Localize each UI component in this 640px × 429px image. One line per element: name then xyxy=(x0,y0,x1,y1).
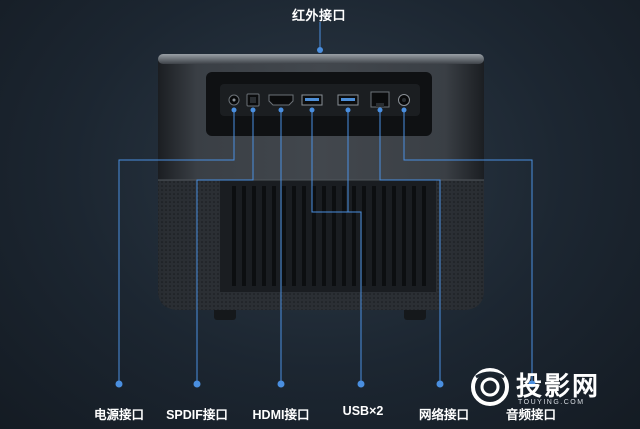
callout-usb xyxy=(311,110,362,382)
callout-lines xyxy=(118,22,533,382)
callout-power xyxy=(118,110,235,382)
usb-port-1 xyxy=(301,94,323,106)
callout-ethernet xyxy=(379,110,441,382)
top-rim xyxy=(158,54,484,64)
brand-watermark: 投影网 TOUYING.COM xyxy=(470,366,625,410)
usb-port-label: USB×2 xyxy=(342,404,384,418)
hdmi-port xyxy=(268,94,294,106)
brand-url: TOUYING.COM xyxy=(518,399,585,406)
callout-audio xyxy=(403,110,533,382)
spdif-port-label: SPDIF接口 xyxy=(166,408,228,422)
infrared-dot xyxy=(317,47,323,53)
dc-power-port xyxy=(228,94,240,106)
callout-dots xyxy=(115,47,536,388)
network-port-label: 网络接口 xyxy=(418,408,470,422)
infrared-port-label: 红外接口 xyxy=(291,8,346,23)
projector-lens-logo-icon xyxy=(471,368,509,406)
spdif-port xyxy=(246,93,260,107)
usb-port-2 xyxy=(337,94,359,106)
ethernet-port xyxy=(370,91,390,108)
brand-name: 投影网 xyxy=(516,372,601,402)
power-port-label: 电源接口 xyxy=(93,408,145,422)
audio-jack-port xyxy=(398,94,410,106)
audio-port-label: 音频接口 xyxy=(505,408,557,422)
hdmi-port-label: HDMI接口 xyxy=(252,408,310,422)
callout-spdif xyxy=(196,110,254,382)
vent-slats xyxy=(232,186,426,286)
